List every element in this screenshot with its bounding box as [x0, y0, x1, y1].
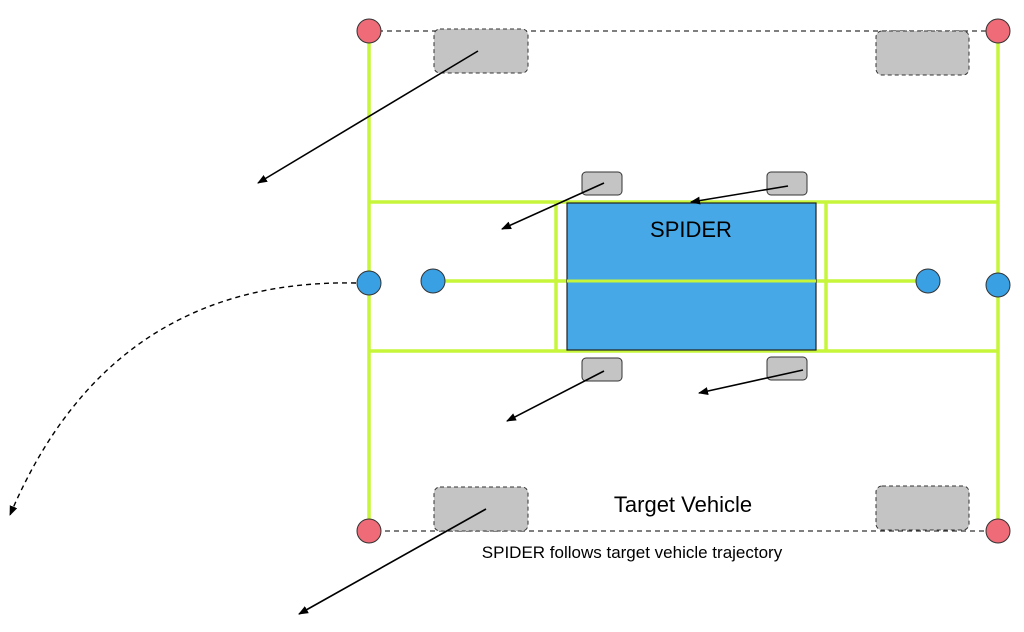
target-wheel-rear-left	[433, 486, 529, 532]
motion-arrows	[257, 50, 804, 615]
trajectory-curve	[9, 282, 357, 516]
arrow-spider-front-left	[501, 182, 605, 230]
red-joint-bottom-right	[985, 518, 1011, 544]
arrow-spider-rear-right	[698, 369, 804, 395]
red-joint-top-left	[356, 18, 382, 44]
target-vehicle-label: Target Vehicle	[614, 492, 752, 517]
red-joint-top-right	[985, 18, 1011, 44]
arrow-spider-front-right	[690, 185, 789, 205]
spider-body	[566, 202, 817, 351]
blue-joint-inner-right	[915, 268, 941, 294]
target-wheel-front-left	[433, 28, 529, 74]
spider-label: SPIDER	[650, 217, 732, 242]
blue-joint-inner-left	[420, 268, 446, 294]
caption: SPIDER follows target vehicle trajectory	[482, 543, 783, 562]
spider-wheel-rear-left	[581, 357, 623, 382]
arrow-spider-rear-left	[506, 370, 605, 422]
arrow-target-rear-left	[298, 508, 487, 615]
blue-joint-outer-right	[985, 272, 1011, 298]
target-wheel-rear-right	[875, 485, 970, 531]
spider-wheel-front-right	[766, 171, 808, 196]
blue-joint-outer-left	[356, 270, 382, 296]
arrow-target-front-left	[257, 50, 479, 184]
target-wheel-front-right	[875, 30, 970, 76]
spider-wheel-rear-right	[766, 356, 808, 381]
red-joint-bottom-left	[356, 518, 382, 544]
